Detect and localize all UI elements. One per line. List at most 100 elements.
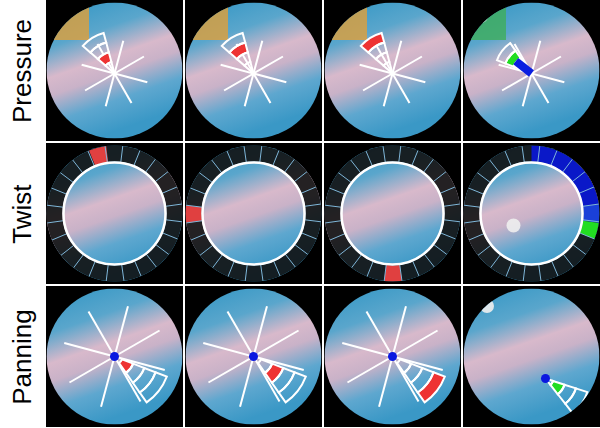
guide-line bbox=[208, 331, 298, 383]
guide-line bbox=[64, 343, 164, 370]
ring-tick bbox=[305, 220, 321, 222]
ring-tick bbox=[572, 172, 585, 182]
touch-dot bbox=[507, 219, 521, 233]
view-content bbox=[325, 289, 461, 425]
ring-tick bbox=[325, 221, 341, 223]
ring-tick bbox=[552, 261, 558, 276]
guide-line bbox=[379, 306, 406, 406]
ring-tick bbox=[506, 262, 512, 277]
ring-tick bbox=[424, 159, 434, 172]
ring-tick bbox=[301, 187, 316, 193]
level-outline bbox=[279, 372, 306, 402]
ring-tick bbox=[105, 146, 107, 162]
view-cell bbox=[185, 0, 322, 141]
ring-tick bbox=[244, 146, 246, 162]
guide-line bbox=[85, 57, 144, 91]
ring-tick bbox=[425, 254, 435, 267]
view-cell bbox=[324, 0, 461, 141]
guide-line bbox=[515, 44, 549, 103]
twist-target bbox=[185, 205, 202, 223]
cell-ground bbox=[324, 286, 461, 427]
ring-tick bbox=[477, 173, 490, 183]
ring-tick bbox=[329, 188, 344, 194]
view-content bbox=[325, 146, 461, 282]
view-cell bbox=[324, 286, 461, 427]
ring-tick bbox=[61, 246, 74, 256]
ring-tick bbox=[122, 265, 124, 281]
guide-line bbox=[347, 331, 437, 383]
view-content bbox=[47, 289, 183, 425]
ring-tick bbox=[413, 261, 419, 276]
ring-tick bbox=[579, 187, 594, 193]
ring-tick bbox=[469, 234, 484, 240]
ring-tick bbox=[330, 234, 345, 240]
sky-image bbox=[325, 146, 461, 282]
sky-image bbox=[325, 289, 461, 425]
ring-tick bbox=[325, 205, 341, 207]
view-cell bbox=[185, 143, 322, 284]
ring-tick bbox=[305, 204, 321, 206]
ring-tick bbox=[573, 245, 586, 255]
guide-line bbox=[240, 306, 267, 406]
view-content bbox=[464, 289, 600, 425]
ring-tick bbox=[212, 160, 222, 173]
guide-line bbox=[69, 331, 159, 383]
cell-ground bbox=[185, 143, 322, 284]
ring-tick bbox=[47, 221, 63, 223]
ring-tick bbox=[295, 245, 308, 255]
sky-image bbox=[464, 146, 600, 282]
ring-tick bbox=[551, 150, 557, 165]
ring-tick bbox=[199, 173, 212, 183]
ring-tick bbox=[213, 255, 223, 268]
ring-tick bbox=[60, 173, 73, 183]
sky-image bbox=[47, 146, 183, 282]
cell-ground bbox=[185, 0, 322, 141]
ring-tick bbox=[51, 188, 66, 194]
ring-tick bbox=[166, 204, 182, 206]
view-cell bbox=[463, 286, 600, 427]
view-content bbox=[463, 0, 600, 139]
guide-line bbox=[101, 306, 128, 406]
ring-tick bbox=[538, 146, 540, 162]
row-label: Twist bbox=[6, 144, 38, 284]
ring-tick bbox=[73, 160, 83, 173]
ring-tick bbox=[352, 255, 362, 268]
ring-tick bbox=[162, 187, 177, 193]
guide-line bbox=[367, 311, 419, 401]
twist-ring bbox=[194, 154, 314, 274]
ring-tick bbox=[228, 262, 234, 277]
ring-tick bbox=[444, 204, 460, 206]
ring-tick bbox=[399, 146, 401, 162]
ring-border bbox=[342, 163, 444, 265]
twist-target bbox=[384, 265, 402, 282]
view-cell bbox=[46, 143, 183, 284]
twist-progress bbox=[583, 204, 600, 223]
ring-tick bbox=[302, 233, 317, 239]
cell-ground bbox=[185, 286, 322, 427]
cell-ground bbox=[324, 143, 461, 284]
ring-tick bbox=[444, 220, 460, 222]
ring-tick bbox=[106, 265, 108, 281]
pressure-bar bbox=[516, 61, 532, 73]
ring-tick bbox=[338, 173, 351, 183]
ring-tick bbox=[135, 261, 141, 276]
view-content bbox=[46, 0, 183, 139]
ring-tick bbox=[434, 245, 447, 255]
guide-line bbox=[89, 311, 141, 401]
ring-tick bbox=[433, 172, 446, 182]
cell-ground bbox=[46, 286, 183, 427]
ring-tick bbox=[286, 254, 296, 267]
ring-tick bbox=[155, 172, 168, 182]
sky-image bbox=[186, 289, 322, 425]
ring-tick bbox=[156, 245, 169, 255]
twist-ring bbox=[55, 154, 175, 274]
guide-line bbox=[98, 44, 132, 103]
ring-tick bbox=[186, 205, 202, 207]
view-content bbox=[186, 289, 322, 425]
level-outline bbox=[418, 372, 445, 402]
view-cell bbox=[463, 143, 600, 284]
ring-tick bbox=[400, 265, 402, 281]
row-label: Panning bbox=[6, 287, 38, 427]
